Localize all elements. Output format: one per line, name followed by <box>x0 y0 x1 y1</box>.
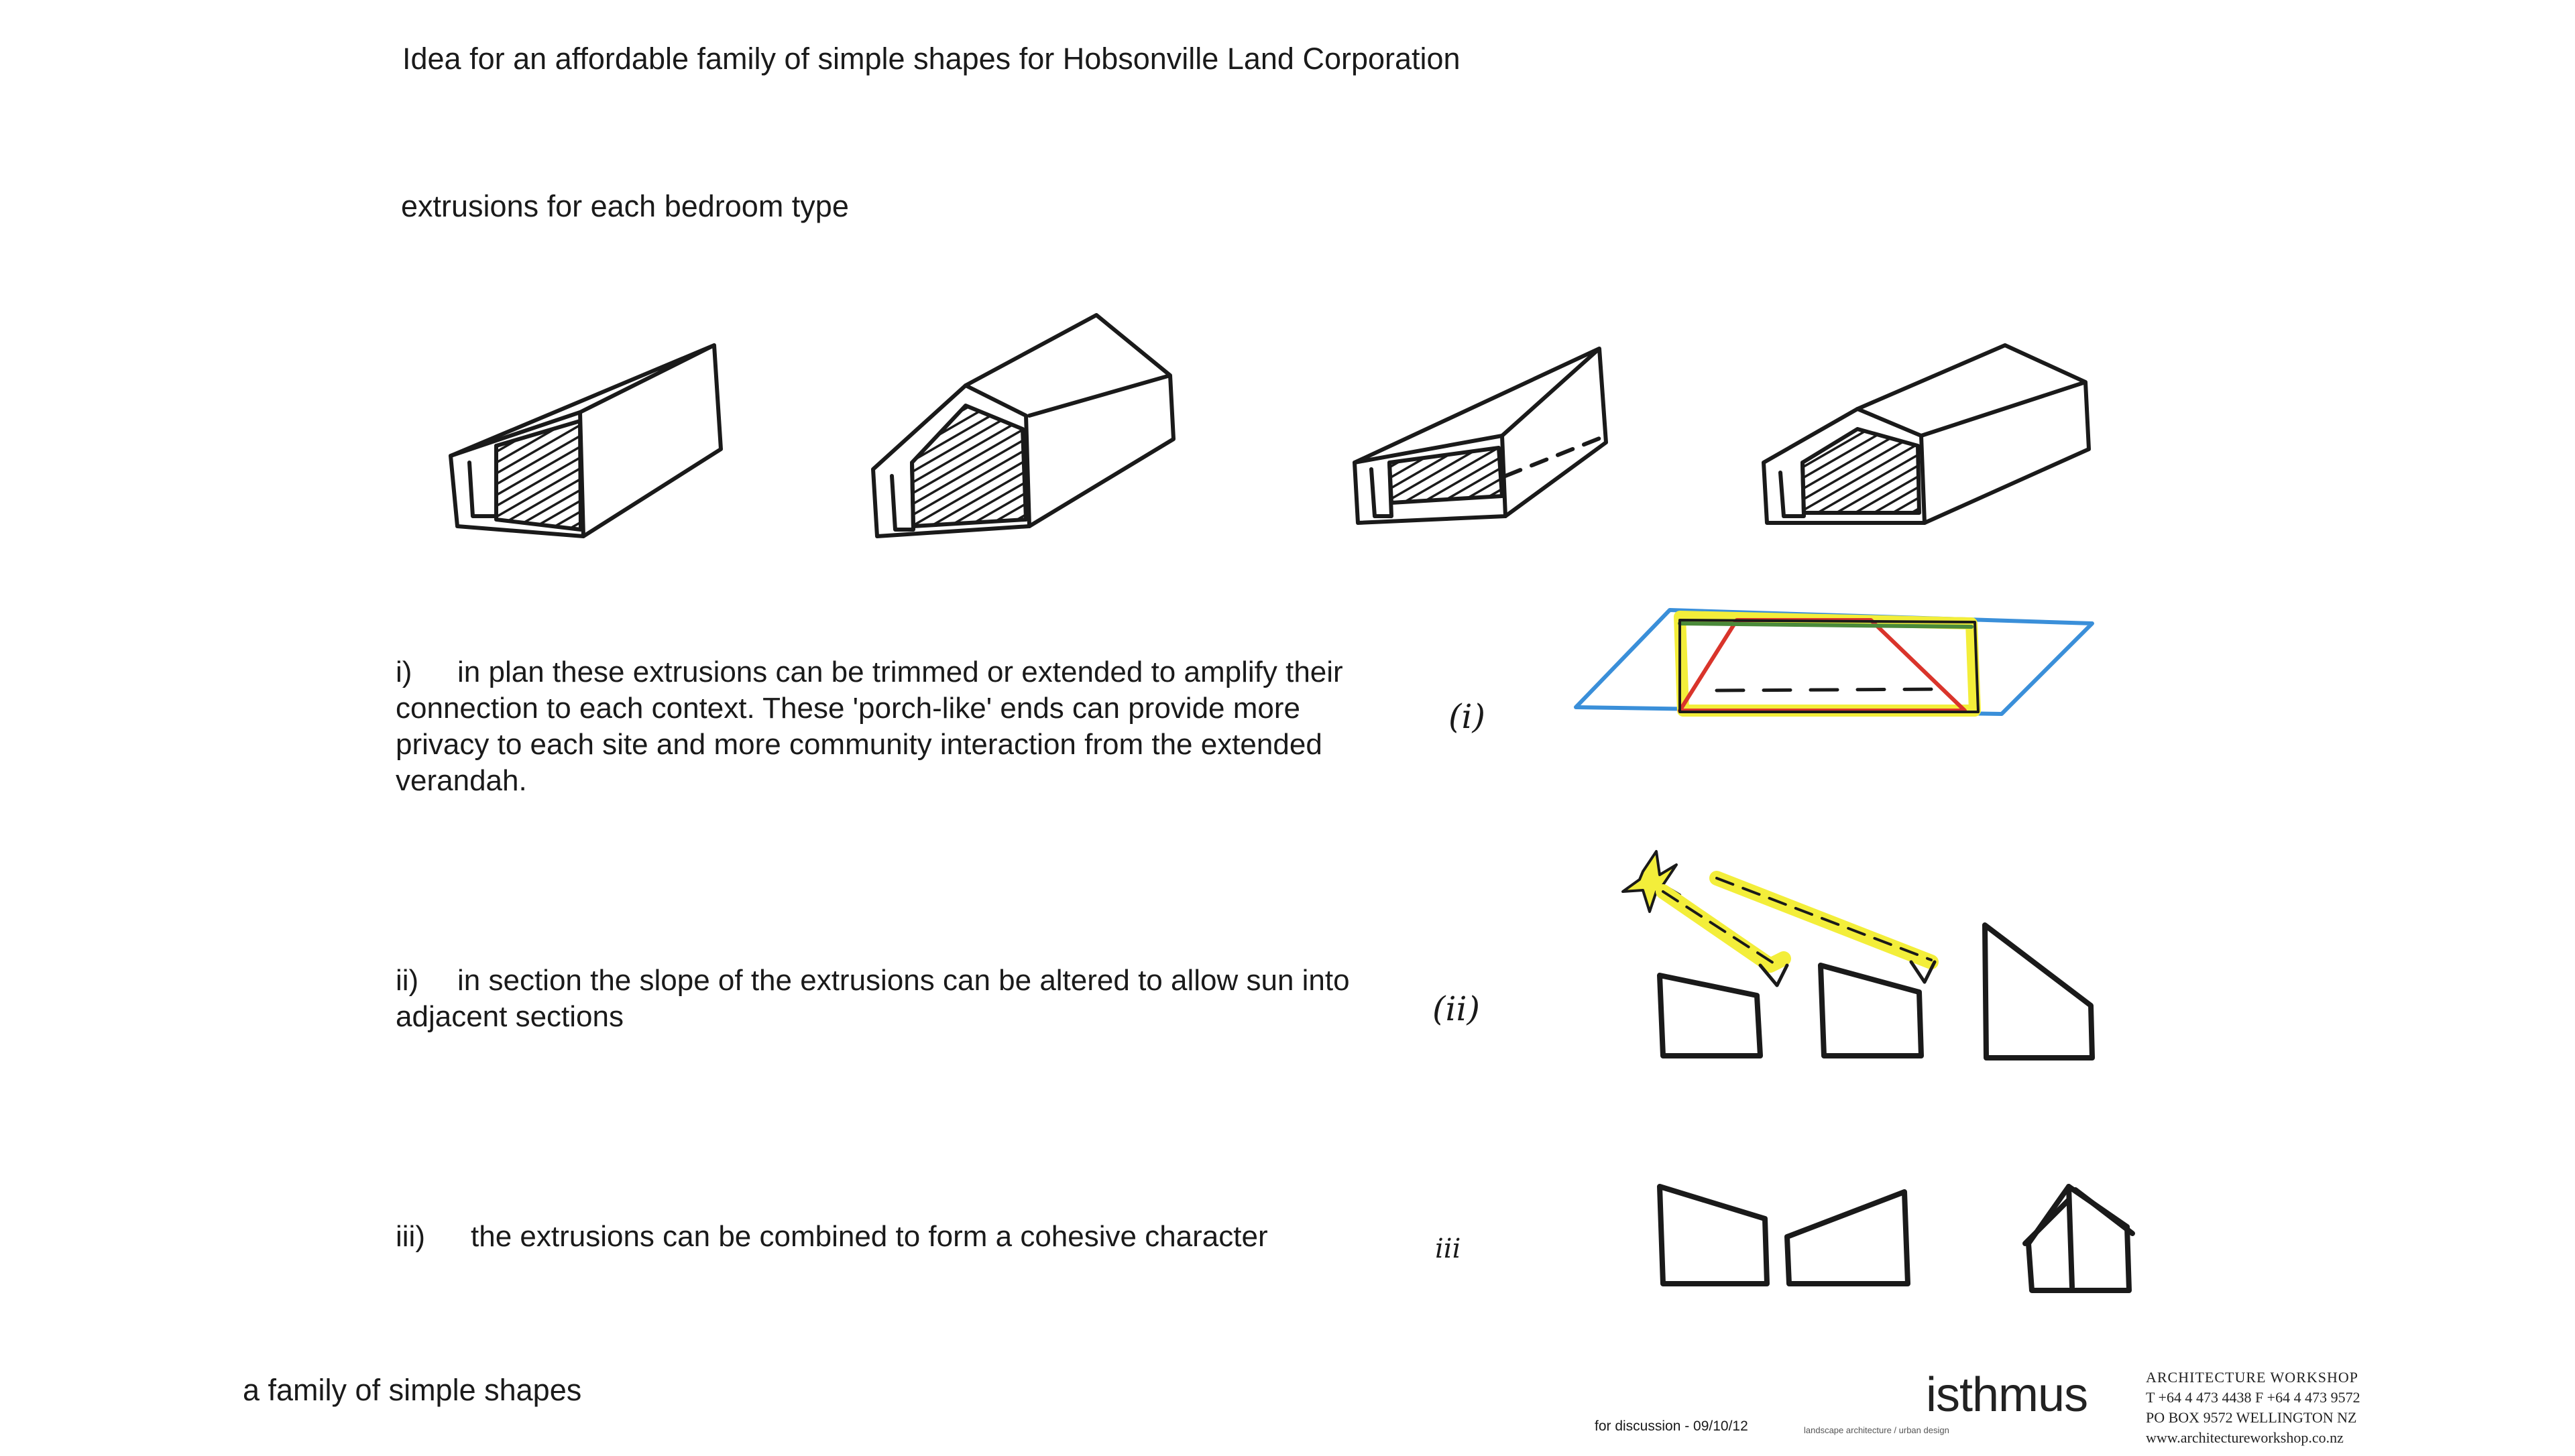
point-ii: ii)in section the slope of the extrusion… <box>396 963 1401 1035</box>
page-caption: a family of simple shapes <box>243 1373 582 1407</box>
point-i: i)in plan these extrusions can be trimme… <box>396 654 1401 799</box>
plan-diagram-i <box>1574 608 2094 717</box>
point-i-numeral: i) <box>396 656 412 688</box>
point-ii-numeral: ii) <box>396 964 419 997</box>
point-iii: iii) the extrusions can be combined to fo… <box>396 1219 1401 1255</box>
sketch-label-iii: iii <box>1435 1233 1461 1264</box>
firm-address: PO BOX 9572 WELLINGTON NZ <box>2146 1409 2357 1426</box>
sketch-label-i: (i) <box>1448 697 1486 736</box>
section-subheading: extrusions for each bedroom type <box>401 189 849 223</box>
firm-contact-block: ARCHITECTURE WORKSHOP T +64 4 473 4438 F… <box>2146 1368 2360 1448</box>
extrusion-sketch-4 <box>1762 343 2091 525</box>
firm-website[interactable]: www.architectureworkshop.co.nz <box>2146 1429 2344 1446</box>
point-iii-text: the extrusions can be combined to form a… <box>471 1220 1268 1253</box>
extrusion-sketch-3 <box>1353 347 1608 525</box>
isthmus-logo: isthmus <box>1926 1368 2088 1422</box>
discussion-date: for discussion - 09/10/12 <box>1595 1418 1748 1434</box>
isthmus-tagline: landscape architecture / urban design <box>1804 1425 1949 1435</box>
section-diagram-ii <box>1621 850 2095 1060</box>
point-iii-numeral: iii) <box>396 1220 425 1253</box>
firm-phone: T +64 4 473 4438 F +64 4 473 9572 <box>2146 1389 2360 1406</box>
point-ii-text: in section the slope of the extrusions c… <box>396 964 1350 1033</box>
sketch-label-ii: (ii) <box>1432 989 1480 1028</box>
point-i-text: in plan these extrusions can be trimmed … <box>396 656 1343 797</box>
extrusion-sketch-1 <box>449 343 723 538</box>
extrusion-sketch-2 <box>871 313 1176 538</box>
page-heading: Idea for an affordable family of simple … <box>402 42 1461 76</box>
combination-diagram-iii <box>1657 1184 2135 1293</box>
firm-name: ARCHITECTURE WORKSHOP <box>2146 1369 2359 1386</box>
